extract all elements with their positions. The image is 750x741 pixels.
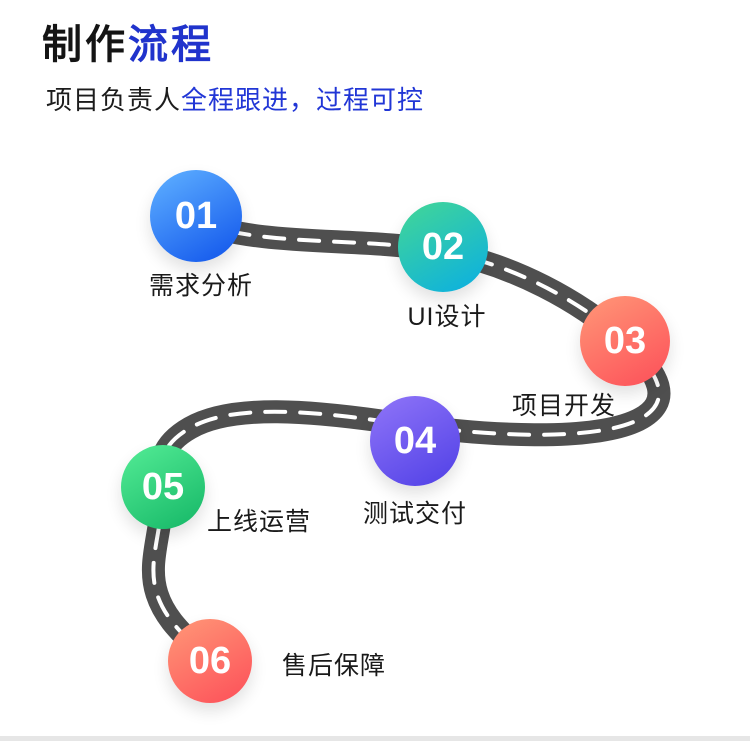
step-number: 02 <box>421 225 465 268</box>
step-label-testing-delivery: 测试交付 <box>362 500 468 528</box>
step-number: 06 <box>188 639 232 682</box>
step-number: 05 <box>141 465 185 508</box>
step-number: 04 <box>393 419 437 462</box>
step-node-06: 06 <box>168 619 252 703</box>
step-node-01: 01 <box>150 170 242 262</box>
page-bottom-edge <box>0 736 750 741</box>
step-label-launch-operation: 上线运营 <box>206 508 312 536</box>
subtitle-blue-part: 全程跟进，过程可控 <box>181 85 425 115</box>
page-title-black-part: 制作 <box>42 23 128 67</box>
step-node-02: 02 <box>398 202 488 292</box>
step-label-after-sales: 售后保障 <box>281 652 387 680</box>
step-number: 01 <box>174 194 218 237</box>
page-title-blue-part: 流程 <box>128 23 214 67</box>
step-label-ui-design: UI设计 <box>407 303 487 331</box>
step-node-05: 05 <box>121 445 205 529</box>
step-node-03: 03 <box>580 296 670 386</box>
page-subtitle: 项目负责人全程跟进，过程可控 <box>46 80 424 117</box>
step-label-requirements: 需求分析 <box>148 272 254 300</box>
page-title: 制作流程 <box>42 12 214 70</box>
step-label-development: 项目开发 <box>511 392 617 420</box>
subtitle-black-part: 项目负责人 <box>46 85 182 115</box>
step-node-04: 04 <box>370 396 460 486</box>
step-number: 03 <box>603 319 647 362</box>
